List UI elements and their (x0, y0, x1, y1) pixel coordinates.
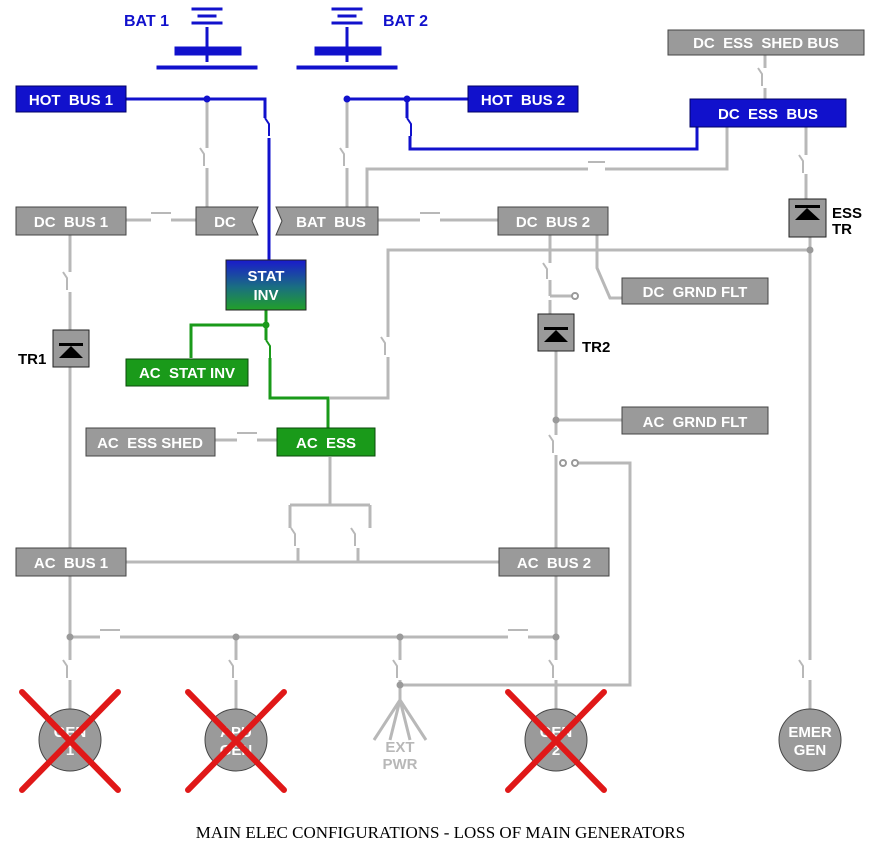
ac-ess-shed-bus[interactable]: AC ESS SHED (85, 427, 216, 457)
ac-ess-shed-label: AC ESS SHED (97, 435, 203, 452)
ext-pwr-line2: PWR (383, 756, 418, 773)
ac-stat-inv-bus[interactable]: AC STAT INV (125, 358, 249, 387)
junction-dots (66, 246, 814, 689)
dc-bus-1[interactable]: DC BUS 1 (15, 206, 127, 236)
ac-breakers (265, 339, 271, 358)
battery-2-symbol (296, 7, 398, 70)
dc-ess-bus-label: DC ESS BUS (718, 106, 818, 123)
emer-gen-line2: GEN (794, 742, 827, 759)
emer-gen[interactable]: EMER GEN (778, 708, 842, 772)
ext-pwr[interactable]: EXT PWR (372, 690, 428, 773)
dc-tie-bus[interactable]: DC (195, 206, 259, 236)
dc-grnd-flt-label: DC GRND FLT (643, 284, 748, 301)
tr2-transformer[interactable]: TR2 (537, 313, 610, 356)
hot-bus-1[interactable]: HOT BUS 1 (15, 85, 127, 113)
electrical-schematic: BAT 1 BAT 2 HOT BUS 1 HOT BUS 2 DC ESS S… (15, 7, 865, 793)
ac-dot (262, 321, 270, 329)
stat-inv-line1: STAT (248, 268, 285, 285)
ac-bus-2[interactable]: AC BUS 2 (498, 547, 610, 577)
battery-1-symbol (156, 7, 258, 70)
ac-ess-label: AC ESS (296, 435, 356, 452)
dc-bus-2-label: DC BUS 2 (516, 214, 590, 231)
hot-bus-2-label: HOT BUS 2 (481, 92, 565, 109)
dc-dots (203, 95, 411, 103)
gen-1-line2: 1 (66, 742, 74, 759)
hot-bus-1-label: HOT BUS 1 (29, 92, 113, 109)
unpowered-wiring (68, 55, 812, 718)
tr1-transformer[interactable]: TR1 (18, 329, 90, 368)
bat-bus[interactable]: BAT BUS (275, 206, 379, 236)
ac-stat-inv-label: AC STAT INV (139, 365, 235, 382)
relay-contacts (559, 292, 579, 467)
static-inverter[interactable]: STAT INV (225, 259, 307, 311)
emer-gen-line1: EMER (788, 724, 832, 741)
ess-tr-transformer[interactable]: ESS TR (788, 198, 862, 238)
gen-1-failed-icon (19, 689, 121, 793)
dc-ess-bus[interactable]: DC ESS BUS (689, 98, 847, 128)
bat-bus-label: BAT BUS (296, 214, 366, 231)
unpowered-breakers (62, 67, 804, 678)
ext-pwr-line1: EXT (385, 739, 414, 756)
ac-bus-1-label: AC BUS 1 (34, 555, 108, 572)
gen-2-failed-icon (505, 689, 607, 793)
ac-grnd-flt[interactable]: AC GRND FLT (621, 406, 769, 435)
dc-tie-label: DC (214, 214, 236, 231)
battery-2-label: BAT 2 (383, 13, 428, 30)
ac-grnd-flt-label: AC GRND FLT (643, 414, 748, 431)
battery-1-label: BAT 1 (124, 13, 169, 30)
dc-bus-2[interactable]: DC BUS 2 (497, 206, 609, 236)
apu-gen-failed-icon (185, 689, 287, 793)
tr2-label: TR2 (582, 339, 610, 356)
failure-cross-icons (19, 689, 607, 793)
dc-bus-1-label: DC BUS 1 (34, 214, 108, 231)
dc-ess-shed-bus[interactable]: DC ESS SHED BUS (667, 29, 865, 56)
diagram-caption: MAIN ELEC CONFIGURATIONS - LOSS OF MAIN … (195, 823, 686, 842)
stat-inv-line2: INV (253, 287, 278, 304)
ac-ess-bus[interactable]: AC ESS (276, 427, 376, 457)
dc-ess-shed-bus-label: DC ESS SHED BUS (693, 35, 839, 52)
dc-breakers (264, 117, 412, 136)
ess-tr-label-2: TR (832, 221, 852, 238)
tr1-label: TR1 (18, 351, 46, 368)
ac-bus-1[interactable]: AC BUS 1 (15, 547, 127, 577)
ess-tr-label-1: ESS (832, 205, 862, 222)
gen-2-line2: 2 (552, 742, 560, 759)
hot-bus-2[interactable]: HOT BUS 2 (467, 85, 579, 113)
ac-bus-2-label: AC BUS 2 (517, 555, 591, 572)
dc-grnd-flt[interactable]: DC GRND FLT (621, 277, 769, 305)
